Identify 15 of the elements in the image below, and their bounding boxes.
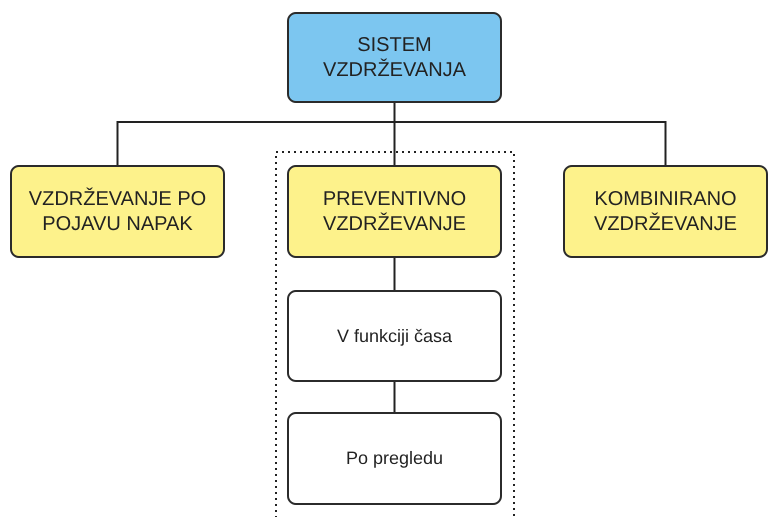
category-box: [563, 165, 768, 258]
process-box: [287, 290, 502, 382]
node-label: PREVENTIVNO VZDRŽEVANJE: [322, 186, 468, 236]
connector-line: [394, 258, 396, 290]
category-box: [10, 165, 225, 258]
node-label: V funkciji časa: [336, 324, 454, 348]
process-box: [287, 412, 502, 505]
node-label: VZDRŽEVANJE PO POJAVU NAPAK: [28, 186, 208, 236]
node-label: SISTEM VZDRŽEVANJA: [322, 32, 467, 82]
node-label: Po pregledu: [344, 447, 444, 470]
category-box: [287, 165, 502, 258]
connector-line: [394, 382, 396, 412]
node-label: KOMBINIRANO VZDRŽEVANJE: [593, 186, 738, 236]
connector-line: [394, 103, 666, 165]
category-box: [287, 12, 502, 103]
